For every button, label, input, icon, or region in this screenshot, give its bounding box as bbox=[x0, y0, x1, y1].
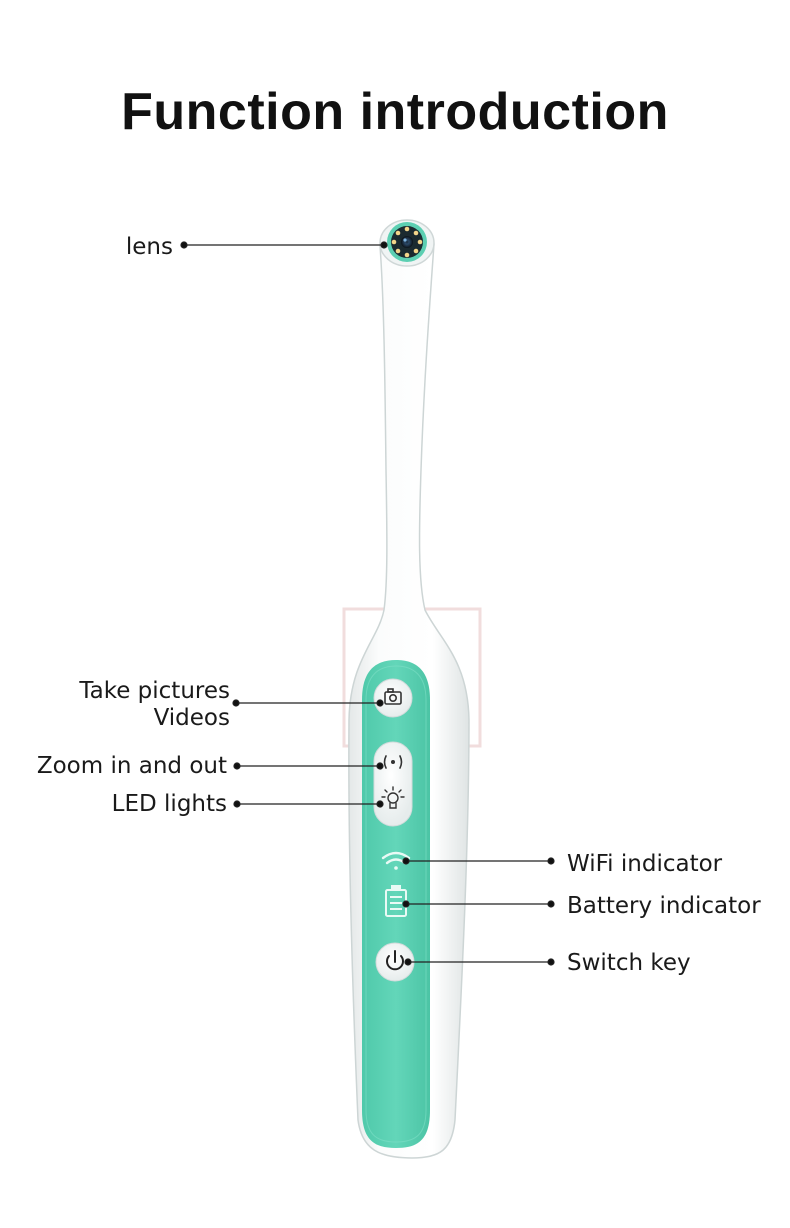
zoom-led-button[interactable] bbox=[373, 741, 413, 827]
lens-glint bbox=[403, 238, 407, 242]
power-icon bbox=[386, 950, 404, 971]
led-label: LED lights bbox=[111, 791, 227, 817]
videos-label: Videos bbox=[153, 705, 230, 731]
lens-leds bbox=[391, 226, 423, 258]
switch-label: Switch key bbox=[567, 950, 691, 976]
lens-leader-dot bbox=[180, 241, 188, 249]
wifi-label: WiFi indicator bbox=[567, 851, 723, 877]
zoom-label: Zoom in and out bbox=[36, 753, 227, 779]
leader-lines bbox=[180, 241, 555, 966]
panel-highlight bbox=[365, 665, 427, 1143]
zoom-icon bbox=[383, 755, 403, 769]
take-pictures-label: Take pictures bbox=[79, 678, 230, 704]
battery-label: Battery indicator bbox=[567, 893, 761, 919]
camera-button[interactable] bbox=[373, 678, 413, 718]
lens-label: lens bbox=[125, 234, 173, 260]
camera-icon bbox=[384, 688, 402, 705]
bulb-icon bbox=[381, 786, 405, 809]
page-title: Function introduction bbox=[121, 83, 669, 141]
lens-icon bbox=[401, 236, 413, 248]
